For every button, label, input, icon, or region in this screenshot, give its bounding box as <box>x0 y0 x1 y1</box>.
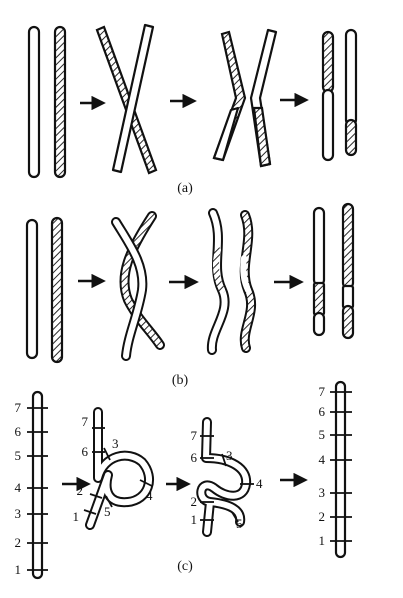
panel-label-b: (b) <box>172 373 189 388</box>
marker-number: 2 <box>319 509 326 524</box>
panel-a-stage2 <box>95 23 158 175</box>
marker-number: 1 <box>15 562 22 577</box>
panel-c-stage2: 7 6 3 2 1 5 4 <box>73 407 155 530</box>
plain-segment <box>212 106 240 162</box>
marker-number: 2 <box>15 535 22 550</box>
chromosome-plain <box>25 218 39 360</box>
chromosome-wavy-right-plain <box>240 255 251 293</box>
marker-number: 7 <box>15 400 22 415</box>
panel-label-c: (c) <box>177 559 193 574</box>
recombinant-1-bottom <box>321 88 335 162</box>
marker-number: 7 <box>191 428 198 443</box>
panel-label-a: (a) <box>177 181 193 196</box>
marker-tick <box>231 511 239 523</box>
marker-number: 4 <box>256 476 263 491</box>
panel-c-stage4: 7 6 5 4 3 2 1 <box>319 380 352 559</box>
recombinant-1-mid <box>312 281 326 317</box>
recombinant-1-top <box>312 206 326 287</box>
chromosome-hatched-twisted-fill <box>121 213 163 348</box>
marker-number: 4 <box>146 488 153 503</box>
recombinant-2-bottom <box>341 304 355 340</box>
hatched-segment <box>252 106 272 168</box>
marker-number: 2 <box>77 483 84 498</box>
marker-tick <box>83 509 97 515</box>
marker-number: 1 <box>73 509 80 524</box>
chromosome-loop-fill <box>87 409 153 528</box>
chromosome-result <box>334 380 347 559</box>
chromosome-plain-twisted-fill <box>113 219 146 359</box>
marker-number: 6 <box>82 444 89 459</box>
marker-number: 4 <box>15 480 22 495</box>
marker-tick <box>139 479 153 487</box>
marker-number: 5 <box>15 448 22 463</box>
chromosome-hatched <box>53 25 67 179</box>
chromosome-plain <box>111 23 155 174</box>
chromosome-numbered <box>31 390 44 580</box>
panel-b-stage2 <box>111 211 165 361</box>
marker-number: 4 <box>319 452 326 467</box>
panel-c-stage1: 7 6 5 4 3 2 1 <box>15 390 48 580</box>
marker-number: 6 <box>191 450 198 465</box>
marker-number: 3 <box>15 506 22 521</box>
chromosome-wavy-left-hatch <box>212 247 225 293</box>
marker-number: 5 <box>104 504 111 519</box>
recombinant-2-bottom <box>344 118 358 157</box>
chromosome-s-curve-fill <box>198 419 250 535</box>
marker-number: 7 <box>82 414 89 429</box>
panel-b-stage3 <box>206 208 257 355</box>
marker-number: 3 <box>226 448 233 463</box>
panel-a-stage4 <box>321 28 358 162</box>
chromosome-hatched <box>50 216 64 364</box>
chromosome-plain <box>27 25 41 179</box>
marker-number: 6 <box>319 404 326 419</box>
marker-number: 2 <box>191 494 198 509</box>
panel-c-stage3: 7 6 3 4 2 1 5 <box>191 417 263 537</box>
marker-number: 6 <box>15 424 22 439</box>
marker-tick <box>105 495 113 508</box>
recombinant-2-top <box>344 28 358 127</box>
marker-tick <box>89 493 103 499</box>
panel-a-stage3 <box>212 28 278 168</box>
panel-c: 7 6 5 4 3 2 1 7 6 3 2 1 5 4 <box>15 380 352 580</box>
recombinant-1-bottom <box>312 311 326 337</box>
recombinant-2-top <box>341 202 355 290</box>
marker-number: 3 <box>112 436 119 451</box>
panel-a-stage1 <box>27 25 67 179</box>
recombinant-1-top <box>321 30 335 94</box>
marker-tick <box>221 453 227 467</box>
panel-b-stage1 <box>25 216 64 364</box>
marker-number: 5 <box>319 427 326 442</box>
marker-number: 1 <box>319 533 326 548</box>
marker-number: 5 <box>236 516 243 531</box>
marker-number: 7 <box>319 384 326 399</box>
marker-number: 1 <box>191 512 198 527</box>
marker-number: 3 <box>319 485 326 500</box>
panel-a: (a) <box>27 23 358 196</box>
panel-b-stage4 <box>312 202 355 340</box>
panel-b: (b) <box>25 202 355 388</box>
recombinant-2-mid <box>341 284 355 310</box>
marker-tick <box>103 447 111 461</box>
